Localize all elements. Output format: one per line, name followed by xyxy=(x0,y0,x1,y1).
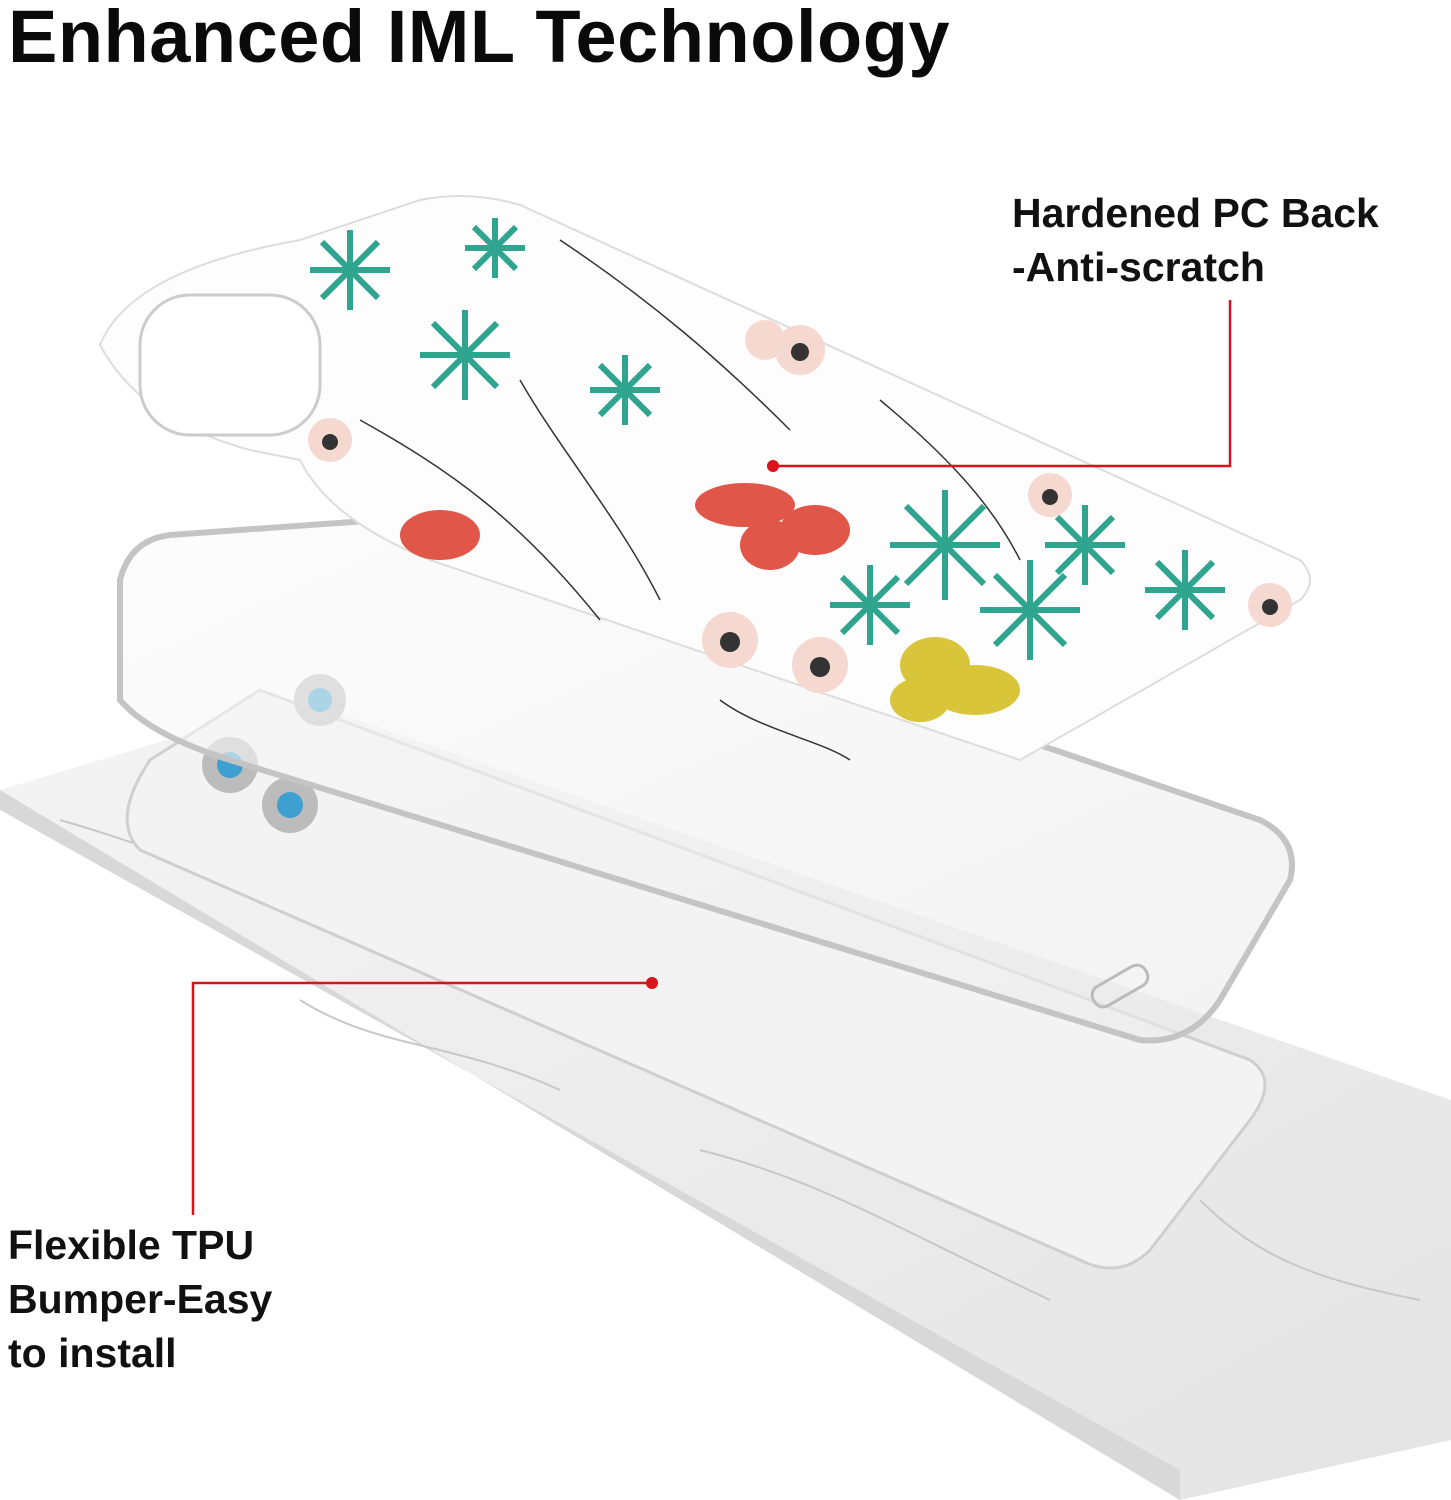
red-flower xyxy=(695,483,850,570)
page-title: Enhanced IML Technology xyxy=(8,0,951,78)
tpu-label-line2: Bumper-Easy xyxy=(8,1276,273,1322)
pc-back-callout-line xyxy=(767,300,1232,472)
yellow-flower xyxy=(890,637,1020,722)
tpu-callout-line xyxy=(191,977,658,1215)
pc-back-label: Hardened PC Back -Anti-scratch xyxy=(1012,186,1379,294)
tpu-bumper-label: Flexible TPU Bumper-Easy to install xyxy=(8,1218,272,1380)
floral-pc-back xyxy=(98,195,1311,762)
tpu-label-line3: to install xyxy=(8,1330,177,1376)
clear-tpu-case xyxy=(117,516,1295,1044)
pc-back-label-line1: Hardened PC Back xyxy=(1012,190,1379,236)
pc-back-label-line2: -Anti-scratch xyxy=(1012,244,1265,290)
tpu-label-line1: Flexible TPU xyxy=(8,1222,255,1268)
